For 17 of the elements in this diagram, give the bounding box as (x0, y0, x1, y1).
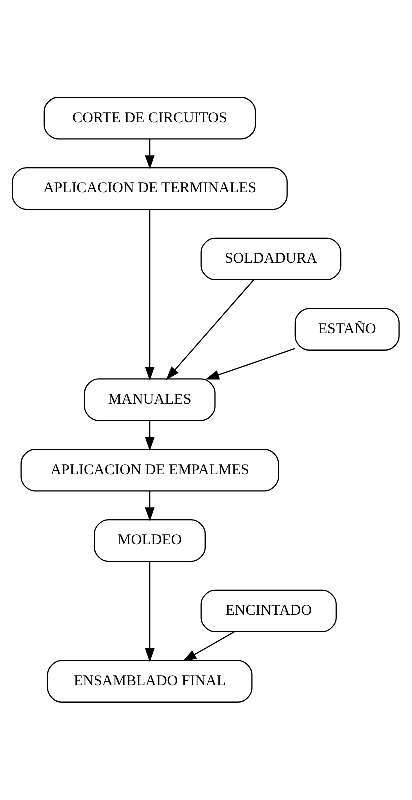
arrow (145, 420, 155, 452)
arrow (182, 632, 235, 662)
node-box: ESTAÑO (294, 308, 400, 351)
node-box: SOLDADURA (200, 238, 342, 281)
arrow (145, 210, 155, 381)
node-box: ENCINTADO (200, 590, 337, 633)
arrow (145, 562, 155, 662)
arrow (145, 139, 155, 170)
node-box: CORTE DE CIRCUITOS (44, 97, 256, 140)
node-box: APLICACION DE TERMINALES (12, 167, 288, 210)
arrow (145, 491, 155, 522)
node-box: ENSAMBLADO FINAL (47, 660, 253, 703)
node-box: MOLDEO (94, 519, 206, 562)
arrow (166, 280, 254, 380)
node-box: MANUALES (84, 378, 216, 422)
arrow (206, 348, 296, 380)
node-box: APLICACION DE EMPALMES (20, 449, 280, 492)
